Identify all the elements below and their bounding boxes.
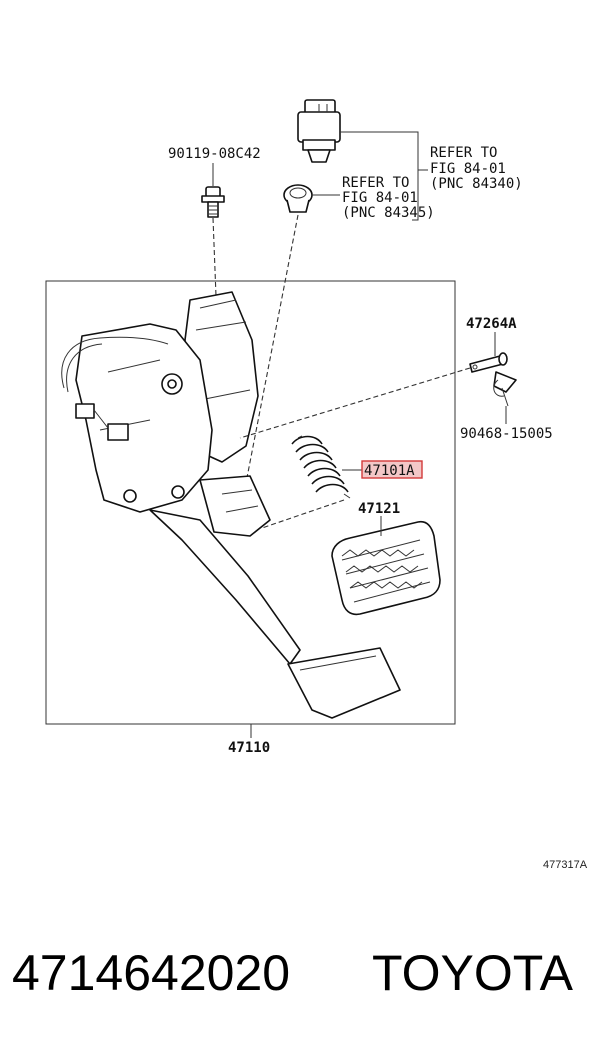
leader-switch (340, 131, 419, 221)
label-bolt: 90119-08C42 (168, 146, 261, 162)
pin-part[interactable] (469, 352, 508, 373)
stopper-cushion[interactable] (283, 184, 313, 213)
label-assembly: 47110 (228, 740, 270, 756)
label-pin: 47264A (466, 316, 517, 332)
label-refer-stopper-3: (PNC 84345) (342, 205, 435, 221)
label-clip: 90468-15005 (460, 426, 553, 442)
label-spring-highlight (361, 460, 423, 479)
stop-lamp-switch[interactable] (297, 99, 341, 163)
clip-part[interactable] (493, 371, 517, 407)
part-number: 4714642020 (12, 945, 290, 1001)
figure-code: 477317A (543, 859, 588, 871)
label-refer-stopper-1: REFER TO (342, 175, 409, 191)
label-refer-switch-3: (PNC 84340) (430, 176, 523, 192)
label-spring: 47101A (364, 463, 415, 479)
return-spring[interactable] (291, 435, 351, 499)
assembly-frame (45, 280, 456, 725)
label-refer-stopper-2: FIG 84-01 (342, 190, 418, 206)
bolt-part[interactable] (201, 186, 225, 218)
brand-name: TOYOTA (372, 945, 574, 1001)
label-refer-switch-2: FIG 84-01 (430, 161, 506, 177)
pedal-pad[interactable] (331, 520, 441, 616)
pedal-assembly-drawing (61, 291, 401, 719)
label-refer-switch-1: REFER TO (430, 145, 497, 161)
label-pad: 47121 (358, 501, 400, 517)
